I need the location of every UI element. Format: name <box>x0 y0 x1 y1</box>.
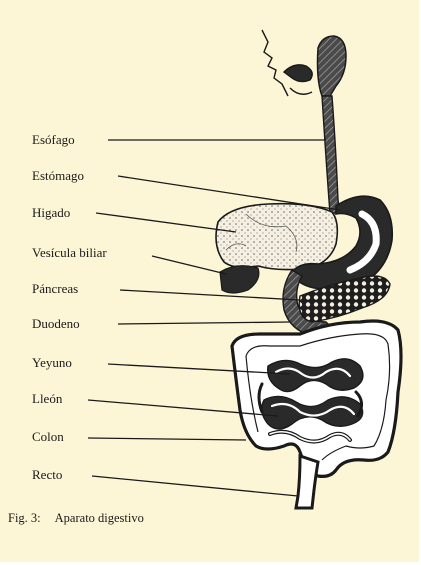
label-pancreas: Páncreas <box>32 281 78 296</box>
label-esofago: Esófago <box>32 132 75 147</box>
colon-shape <box>232 321 401 476</box>
leader-recto <box>92 476 298 496</box>
leader-higado <box>96 213 236 232</box>
label-vesicula: Vesícula biliar <box>32 245 107 260</box>
label-estomago: Estómago <box>32 168 84 183</box>
leader-duodeno <box>118 322 290 324</box>
leader-vesicula <box>152 256 226 274</box>
caption-title: Aparato digestivo <box>55 511 144 525</box>
label-higado: Higado <box>32 205 70 220</box>
esophagus-shape <box>322 96 340 214</box>
head-profile <box>262 30 312 96</box>
label-yeyuno: Yeyuno <box>32 355 72 370</box>
leader-colon <box>88 438 246 440</box>
caption-number: Fig. 3: <box>8 511 41 525</box>
leader-pancreas <box>120 290 300 300</box>
organ-labels: Esófago Estómago Higado Vesícula biliar … <box>32 132 107 482</box>
label-recto: Recto <box>32 467 62 482</box>
label-ileon: Lleón <box>32 391 63 406</box>
label-duodeno: Duodeno <box>32 316 80 331</box>
leader-estomago <box>118 176 340 210</box>
liver-shape <box>216 204 337 270</box>
rectum-shape <box>296 456 318 508</box>
figure-caption: Fig. 3: Aparato digestivo <box>8 511 144 526</box>
label-colon: Colon <box>32 429 64 444</box>
pharynx <box>318 36 347 96</box>
gallbladder-shape <box>220 266 259 293</box>
